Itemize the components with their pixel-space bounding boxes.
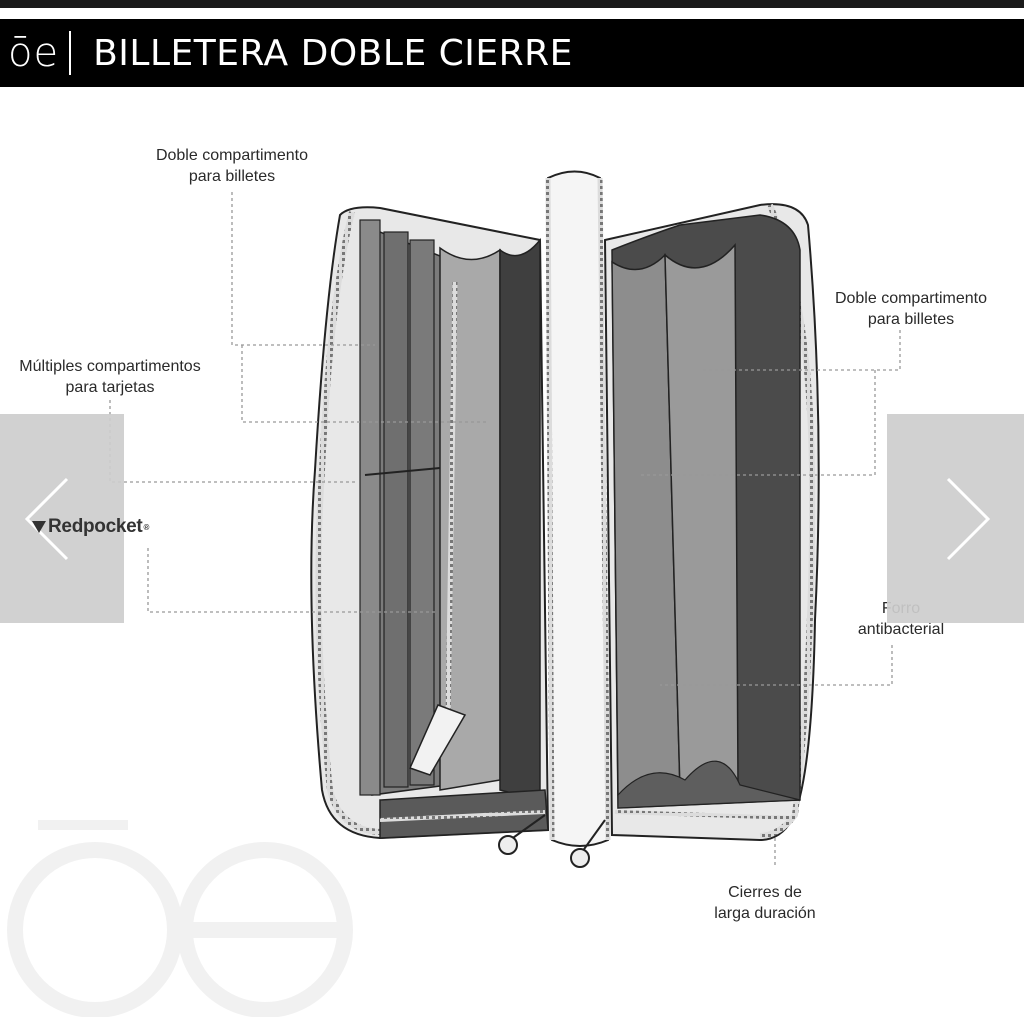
callout-text: Doble compartimento para billetes (155, 147, 309, 185)
left-zipper-outline (315, 211, 381, 835)
carousel-prev-button[interactable] (0, 414, 124, 623)
brand-logo: ōe (8, 30, 60, 76)
callout-multiples-compartimentos: Múltiples compartimentos para tarjetas (0, 356, 220, 398)
chevron-left-icon (24, 477, 69, 561)
callout-lines (109, 192, 901, 868)
registered-mark: ® (143, 522, 150, 532)
carousel-next-button[interactable] (887, 414, 1024, 623)
left-bill-compartment (499, 237, 541, 801)
bottom-zipper-pulls (498, 814, 606, 868)
redpocket-name: Redpocket (48, 516, 143, 537)
callout-text: Doble compartimento para billetes (834, 290, 988, 328)
header-divider (69, 31, 72, 75)
oe-logo-watermark-icon (7, 820, 353, 1017)
chevron-right-icon (946, 477, 991, 561)
top-strip (0, 0, 1024, 8)
page-title: BILLETERA DOBLE CIERRE (93, 32, 573, 74)
zipper-pull (408, 704, 467, 776)
redpocket-mark-icon (32, 521, 46, 533)
callout-text: Cierres de larga duración (714, 884, 816, 922)
header-bar: ōe BILLETERA DOBLE CIERRE (0, 19, 1024, 87)
callout-cierres: Cierres de larga duración (690, 882, 840, 924)
redpocket-logo: Redpocket ® (32, 516, 149, 538)
callout-doble-compartimento-left: Doble compartimento para billetes (128, 145, 336, 187)
callout-doble-compartimento-right: Doble compartimento para billetes (810, 288, 1012, 330)
callout-text: Múltiples compartimentos para tarjetas (19, 358, 201, 396)
